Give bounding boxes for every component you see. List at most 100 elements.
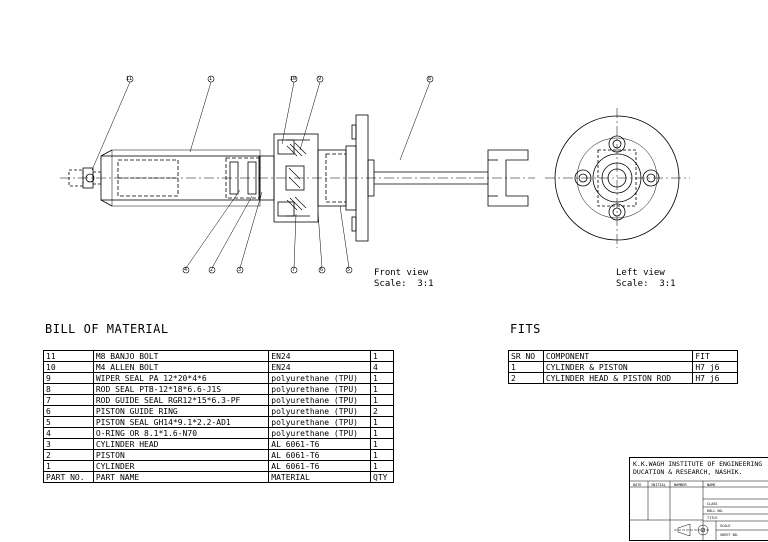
fits-row-cell: H7 j6 [692,372,738,384]
sheet-label: SHEET NO. [720,533,739,537]
bom-row-cell: polyurethane (TPU) [268,383,372,395]
balloon-10: 10 [290,76,297,82]
bom-title: BILL OF MATERIAL [45,322,169,336]
fits-title: FITS [510,322,541,336]
bom-header-row-cell: PART NAME [92,471,270,483]
bom-row-cell: 3 [43,438,94,450]
class-label: CLASS [707,502,718,506]
fits-row-cell: 2 [508,372,544,384]
bom-row-cell: 1 [43,460,94,472]
bom-row-cell: WIPER SEAL PA 12*20*4*6 [92,372,270,384]
balloon-11: 11 [126,76,133,82]
bom-row-cell: 1 [370,394,394,406]
bom-header-row-cell: PART NO. [43,471,94,483]
bom-row-cell: 1 [370,460,394,472]
balloon-2: 2 [210,267,214,273]
initial-col-label: INITIAL [651,483,666,487]
fits-header-row-cell: FIT [692,350,738,362]
bom-row-cell: 11 [43,350,94,362]
bom-row-cell: 1 [370,438,394,450]
bom-row-cell: PISTON SEAL GH14*9.1*2.2-AD1 [92,416,270,428]
left-view-caption: Left view [616,268,665,278]
fits-row-cell: H7 j6 [692,361,738,373]
fits-row-cell: 1 [508,361,544,373]
bom-row-cell: CYLINDER HEAD [92,438,270,450]
balloon-8: 8 [428,76,432,82]
bom-row-cell: EN24 [268,350,372,362]
bom-row-cell: 2 [43,449,94,461]
balloon-9: 9 [318,76,322,82]
scale-label: SCALE [720,524,731,528]
bom-row-cell: 1 [370,372,394,384]
bom-row-cell: O-RING OR 8.1*1.6-N70 [92,427,270,439]
bom-row-cell: 10 [43,361,94,373]
bom-row-cell: 4 [370,361,394,373]
number-col-label: NUMBER [674,483,687,487]
title-block-lines [629,480,768,541]
bom-row-cell: 9 [43,372,94,384]
date-col-label: DATE [633,483,642,487]
roll-label: ROLL NO. [707,509,724,513]
bom-row-cell: CYLINDER [92,460,270,472]
bom-header-row-cell: QTY [370,471,394,483]
bom-row-cell: polyurethane (TPU) [268,405,372,417]
bom-row-cell: polyurethane (TPU) [268,372,372,384]
bom-row-cell: 1 [370,427,394,439]
bom-row-cell: 7 [43,394,94,406]
bom-row-cell: 1 [370,383,394,395]
bom-row-cell: ROD SEAL PTB-12*18*6.6-J1S [92,383,270,395]
balloon-7: 7 [292,267,296,273]
fits-row-cell: CYLINDER & PISTON [542,361,694,373]
fits-header-row-cell: SR NO [508,350,544,362]
bom-row-cell: PISTON GUIDE RING [92,405,270,417]
bom-row-cell: 5 [43,416,94,428]
bom-row-cell: AL 6061-T6 [268,438,372,450]
fits-row-cell: CYLINDER HEAD & PISTON ROD [542,372,694,384]
bom-row-cell: 1 [370,416,394,428]
bom-row-cell: ROD GUIDE SEAL RGR12*15*6.3-PF [92,394,270,406]
balloon-1: 1 [209,76,213,82]
balloon-6: 6 [320,267,324,273]
fits-header-row-cell: COMPONENT [542,350,694,362]
title-block: K.K.WAGH INSTITUTE OF ENGINEERING DUCATI… [629,457,768,541]
bom-row-cell: AL 6061-T6 [268,449,372,461]
bom-row-cell: 2 [370,405,394,417]
bom-row-cell: polyurethane (TPU) [268,427,372,439]
front-view [60,75,535,274]
bom-row-cell: 1 [370,449,394,461]
balloon-4: 4 [184,267,188,273]
bom-row-cell: PISTON [92,449,270,461]
balloon-5: 5 [347,267,351,273]
bom-row-cell: 8 [43,383,94,395]
left-view-scale: Scale: 3:1 [616,279,676,289]
bom-header-row-cell: MATERIAL [268,471,372,483]
bom-row-cell: 1 [370,350,394,362]
bom-row-cell: 6 [43,405,94,417]
bom-row-cell: EN24 [268,361,372,373]
bom-row-cell: M8 BANJO BOLT [92,350,270,362]
institute-name: K.K.WAGH INSTITUTE OF ENGINEERING DUCATI… [633,460,763,476]
front-view-scale: Scale: 3:1 [374,279,434,289]
bom-row-cell: 4 [43,427,94,439]
name-col-label: NAME [707,483,716,487]
title-label: TITLE [707,516,718,520]
bom-row-cell: polyurethane (TPU) [268,416,372,428]
